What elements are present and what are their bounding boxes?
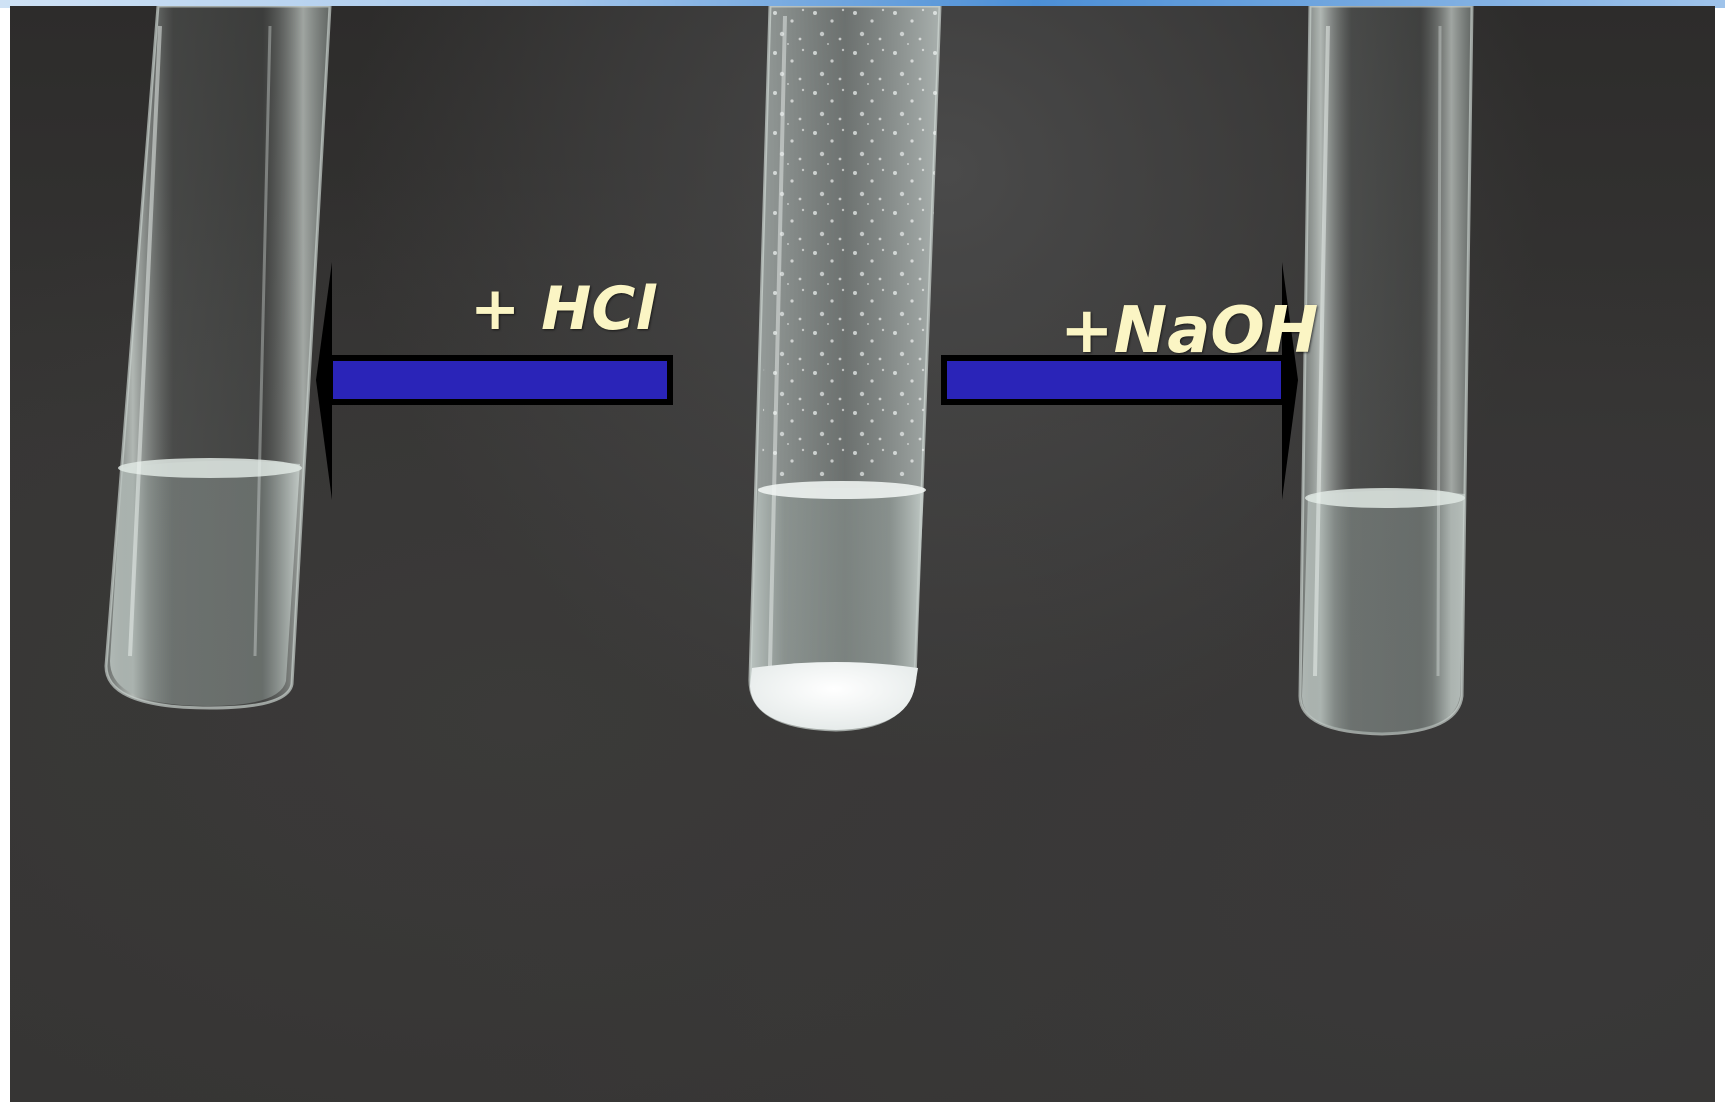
hcl-label: + HCl [470,274,656,344]
center-test-tube [748,6,942,732]
arrow-right-icon [941,262,1298,500]
test-tubes-illustration [104,6,1474,736]
naoh-label: +NaOH [1060,294,1319,368]
lab-photo: + HCl +NaOH [10,6,1715,1102]
arrow-left-icon [316,262,673,500]
right-test-tube [1298,6,1474,736]
top-border-strip [0,0,1725,8]
left-test-tube [104,6,332,710]
